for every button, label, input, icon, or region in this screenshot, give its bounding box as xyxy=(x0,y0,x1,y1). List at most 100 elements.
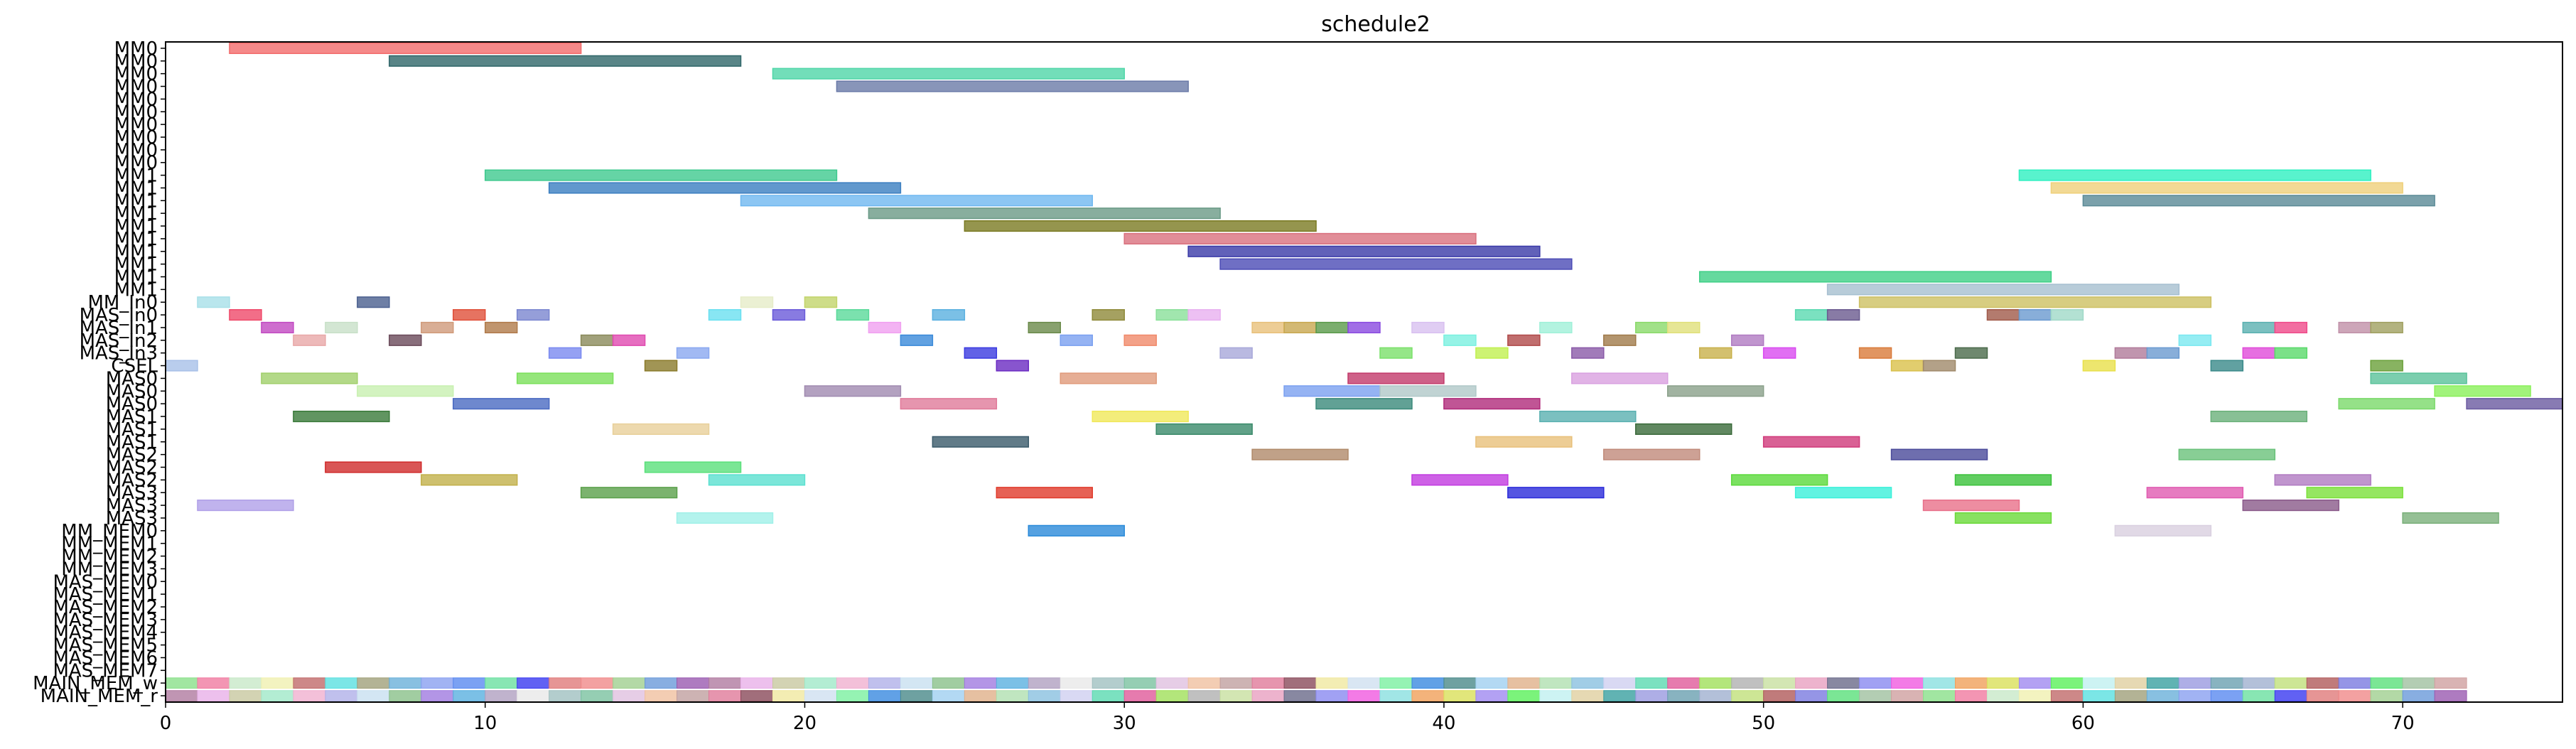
memory-cell xyxy=(613,677,646,689)
memory-cell xyxy=(1315,690,1349,701)
task-bar xyxy=(1379,385,1477,397)
memory-cell xyxy=(772,690,805,701)
task-bar xyxy=(1475,347,1509,359)
task-bar xyxy=(676,512,774,524)
memory-cell xyxy=(2050,690,2084,701)
memory-cell xyxy=(1155,690,1189,701)
task-bar xyxy=(2242,321,2275,334)
memory-cell xyxy=(1571,677,1605,689)
task-bar xyxy=(357,296,390,308)
memory-cell xyxy=(1955,677,1988,689)
task-bar xyxy=(1507,334,1541,346)
y-tick-label: MAS_MEM2 xyxy=(53,597,158,618)
task-bar xyxy=(2370,321,2403,334)
task-bar xyxy=(1187,309,1221,321)
memory-cell xyxy=(2146,690,2179,701)
memory-cell xyxy=(677,677,710,689)
task-bars xyxy=(165,42,2563,537)
task-bar xyxy=(421,474,518,486)
memory-cell xyxy=(2018,677,2052,689)
task-bar xyxy=(1762,436,1860,448)
task-bar xyxy=(1794,487,1892,499)
memory-cell xyxy=(1859,677,1892,689)
memory-cell xyxy=(517,690,550,701)
memory-cell xyxy=(1539,690,1573,701)
task-bar xyxy=(516,309,550,321)
memory-cell xyxy=(932,690,965,701)
y-tick-label: MAS2 xyxy=(106,470,158,491)
y-tick-label: MM0 xyxy=(114,102,158,123)
task-bar xyxy=(644,360,678,372)
y-tick-label: MM1 xyxy=(114,242,158,263)
memory-cell xyxy=(2370,690,2403,701)
memory-cell xyxy=(740,677,773,689)
memory-cell xyxy=(2050,677,2084,689)
task-bar xyxy=(1603,448,1701,460)
memory-cell xyxy=(325,690,358,701)
task-bar xyxy=(1028,524,1125,537)
memory-cell xyxy=(1891,690,1924,701)
memory-cell xyxy=(165,677,198,689)
memory-cell xyxy=(1187,677,1221,689)
y-tick-label: MM_MEM0 xyxy=(61,521,158,542)
memory-cell xyxy=(1635,690,1669,701)
task-bar xyxy=(165,360,198,372)
task-bar xyxy=(740,296,774,308)
task-bar xyxy=(229,309,262,321)
task-bar xyxy=(1092,410,1189,423)
task-bar xyxy=(964,347,998,359)
task-bar xyxy=(1666,385,1764,397)
y-tick-label: MM_In0 xyxy=(87,292,158,313)
task-bar xyxy=(740,195,1093,207)
task-bar xyxy=(1539,410,1637,423)
memory-cell xyxy=(1475,690,1509,701)
memory-cell xyxy=(1571,690,1605,701)
task-bar xyxy=(612,334,646,346)
task-bar xyxy=(1922,360,1956,372)
task-bar xyxy=(1123,334,1157,346)
memory-cell xyxy=(868,690,901,701)
memory-cell xyxy=(1699,690,1732,701)
memory-cell xyxy=(2402,690,2435,701)
y-tick-label: MAIN_MEM_w xyxy=(33,673,158,694)
task-bar xyxy=(1443,334,1477,346)
y-tick-label: MAS_MEM4 xyxy=(53,623,158,644)
memory-cell xyxy=(485,677,518,689)
memory-cell xyxy=(1827,690,1860,701)
task-bar xyxy=(1954,474,2052,486)
y-tick-label: MAS_MEM6 xyxy=(53,647,158,669)
memory-cell xyxy=(293,690,326,701)
y-tick-label: MAS_MEM3 xyxy=(53,610,158,631)
task-bar xyxy=(772,68,1125,80)
y-tick-label: MM_MEM2 xyxy=(61,546,158,568)
memory-cell xyxy=(2114,677,2147,689)
memory-cell xyxy=(1859,690,1892,701)
task-bar xyxy=(1858,296,2212,308)
task-bar xyxy=(2114,347,2148,359)
task-bar xyxy=(1954,347,1988,359)
task-bar xyxy=(357,385,454,397)
memory-cell xyxy=(2434,677,2467,689)
memory-cell xyxy=(1763,690,1796,701)
memory-cell xyxy=(1028,677,1061,689)
memory-cell xyxy=(1923,677,1956,689)
task-bar xyxy=(900,398,998,410)
y-tick-label: MAS0 xyxy=(106,394,158,415)
task-bar xyxy=(2402,512,2499,524)
memory-cell xyxy=(2082,677,2116,689)
task-bar xyxy=(484,321,518,334)
task-bar xyxy=(2146,487,2244,499)
memory-cell xyxy=(1347,690,1381,701)
task-bar xyxy=(1826,284,2180,296)
x-tick-label: 40 xyxy=(1432,713,1455,734)
memory-cell xyxy=(1028,690,1061,701)
task-bar xyxy=(996,360,1030,372)
task-bar xyxy=(612,423,710,435)
memory-cell xyxy=(2434,690,2467,701)
x-tick-label: 20 xyxy=(793,713,817,734)
memory-cell xyxy=(900,677,933,689)
memory-cell xyxy=(836,677,869,689)
memory-cell xyxy=(1891,677,1924,689)
memory-cell xyxy=(581,690,614,701)
